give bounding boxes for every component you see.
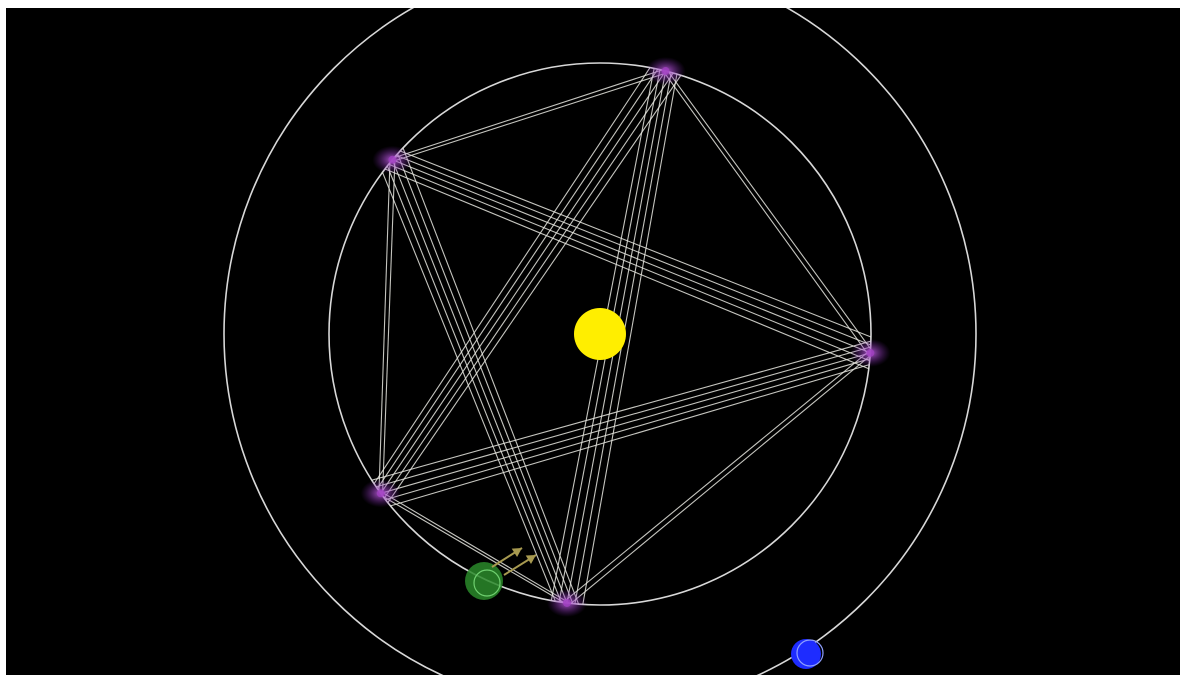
planet-earth-icon <box>465 562 503 600</box>
trail-line-30 <box>563 350 871 603</box>
trail-line-26 <box>391 72 670 162</box>
conjunction-dot-4 <box>866 349 874 357</box>
simulation-canvas[interactable] <box>6 8 1180 675</box>
trail-line-9 <box>403 148 579 604</box>
trail-line-5 <box>383 172 556 601</box>
trail-line-23 <box>389 164 870 360</box>
trail-line-11 <box>386 359 870 500</box>
conjunction-dot-3 <box>563 599 571 607</box>
trail-line-4 <box>388 75 681 502</box>
conjunction-dot-1 <box>388 156 396 164</box>
orbit-diagram <box>6 8 1180 675</box>
sun-icon <box>574 308 626 360</box>
conjunction-dot-2 <box>377 489 385 497</box>
trail-line-24 <box>385 169 869 369</box>
trail-line-25 <box>394 70 661 158</box>
trail-line-2 <box>381 71 666 493</box>
trail-line-8 <box>398 154 573 604</box>
bodies-layer <box>465 308 823 669</box>
trail-line-32 <box>663 70 870 357</box>
trail-line-29 <box>571 356 870 604</box>
trail-line-10 <box>391 365 870 506</box>
conjunction-dot-0 <box>662 67 670 75</box>
